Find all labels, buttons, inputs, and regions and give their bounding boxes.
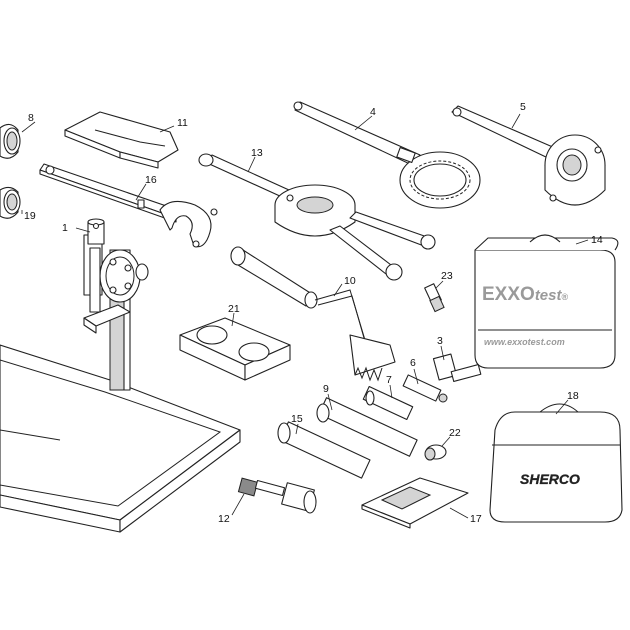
callout-3: 3	[437, 335, 443, 347]
bush-19	[0, 186, 21, 219]
tube-9	[316, 397, 418, 457]
callout-23: 23	[441, 270, 453, 282]
plate-tool-11	[64, 111, 179, 169]
callout-10: 10	[344, 275, 356, 287]
tool-case-14: EXXOtest® www.exxotest.com	[474, 234, 619, 369]
cone-22	[424, 444, 447, 461]
callout-17: 17	[470, 513, 482, 525]
callout-19: 19	[24, 210, 36, 222]
bag-logo: SHERCO	[520, 471, 580, 487]
callout-6: 6	[410, 357, 416, 369]
clamp-block-21	[179, 317, 291, 381]
callout-14: 14	[591, 234, 603, 246]
bush-8	[0, 123, 21, 159]
case-website: www.exxotest.com	[484, 337, 565, 347]
callout-8: 8	[28, 112, 34, 124]
holder-wrench-16	[39, 163, 218, 248]
flywheel-wrench-5	[451, 105, 606, 206]
ring-spanner-4	[293, 101, 481, 209]
bag-18: SHERCO	[489, 403, 623, 523]
callout-4: 4	[370, 106, 376, 118]
callout-18: 18	[567, 390, 579, 402]
work-tray	[0, 344, 241, 533]
callout-5: 5	[520, 101, 526, 113]
callout-21: 21	[228, 303, 240, 315]
callout-12: 12	[218, 513, 230, 525]
callout-11: 11	[177, 117, 188, 129]
engine-stand	[83, 218, 149, 391]
insert-tool-23	[424, 283, 445, 313]
callout-22: 22	[449, 427, 461, 439]
puller-3	[432, 353, 482, 383]
bolt-12	[237, 477, 317, 514]
crank-holder-13	[198, 153, 436, 281]
handle-tool-10	[230, 246, 396, 382]
callout-9: 9	[323, 383, 329, 395]
callout-7: 7	[386, 374, 392, 386]
drift-6	[402, 374, 448, 403]
callout-13: 13	[251, 147, 263, 159]
callouts: 8 19 1 11 16 13 4 5 14 23 10 21 3 6 7 9	[21, 101, 603, 525]
manual-17	[361, 477, 469, 529]
drift-7	[362, 385, 414, 421]
callout-16: 16	[145, 174, 157, 186]
case-logo: EXXOtest®	[482, 284, 569, 305]
tube-15	[277, 421, 371, 479]
callout-1: 1	[62, 222, 68, 234]
callout-15: 15	[291, 413, 303, 425]
